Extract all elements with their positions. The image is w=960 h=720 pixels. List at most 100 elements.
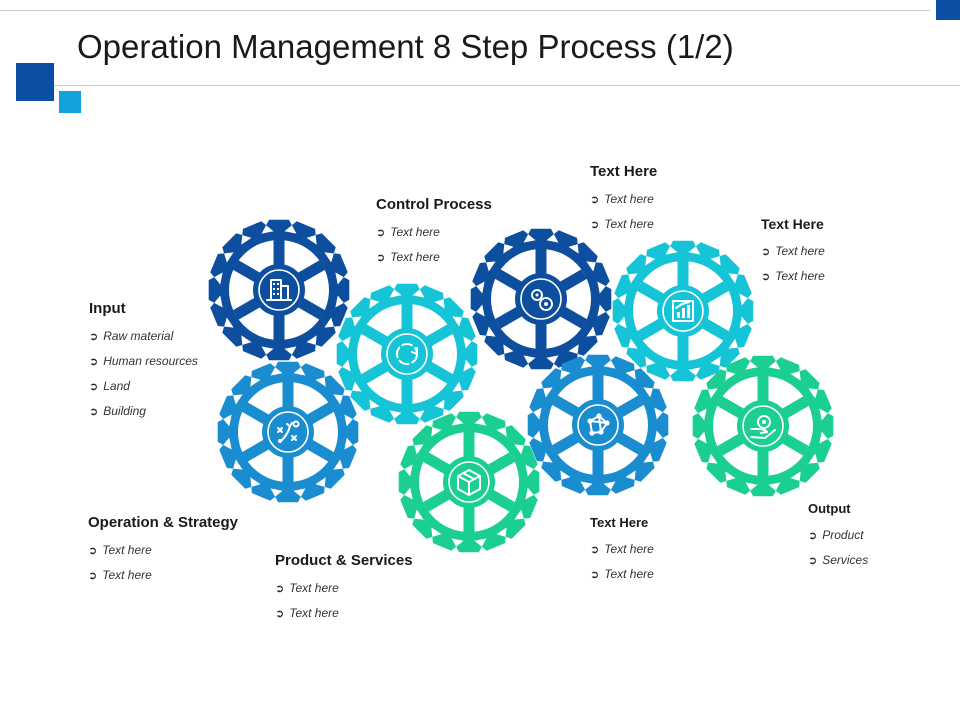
bullet-item: ➲Services	[808, 553, 869, 567]
gear-spoke	[360, 360, 391, 384]
input-block: Input ➲Raw material ➲Human resources ➲La…	[89, 300, 198, 424]
gear-spoke	[295, 260, 326, 284]
gear-spoke	[636, 281, 667, 305]
gear-2	[336, 283, 478, 425]
gear-hub-ring	[520, 278, 562, 320]
gear-spoke	[614, 395, 645, 419]
gear-spoke	[716, 432, 747, 456]
arrow-right-circle-icon: ➲	[376, 227, 386, 239]
gear-6	[398, 411, 540, 553]
gear-hub-ring	[448, 461, 490, 503]
gear-hub-ring	[742, 405, 784, 447]
gear-spoke	[304, 438, 335, 462]
gear-spoke	[423, 360, 454, 384]
gear-spoke	[422, 488, 453, 512]
arrow-right-circle-icon: ➲	[275, 583, 285, 595]
gear-spoke	[232, 296, 263, 320]
bullet-item: ➲Text here	[376, 250, 440, 264]
gear-spoke	[699, 281, 730, 305]
arrow-right-circle-icon: ➲	[89, 331, 99, 343]
top-divider-line	[0, 10, 930, 11]
slide-title: Operation Management 8 Step Process (1/2…	[77, 28, 734, 65]
output-block: Output ➲Product ➲Services	[808, 501, 868, 573]
gear-spoke	[494, 305, 525, 329]
bullet-item: ➲Text here	[275, 606, 339, 620]
gear-spoke	[360, 324, 391, 348]
bullet-item: ➲Building	[89, 404, 146, 418]
gear-1	[208, 219, 350, 361]
cycle-icon	[396, 343, 418, 365]
arrow-right-circle-icon: ➲	[590, 219, 600, 231]
arrow-right-circle-icon: ➲	[88, 570, 98, 582]
operation-strategy-block: Operation & Strategy ➲Text here ➲Text he…	[88, 514, 238, 588]
bullet-item: ➲Text here	[590, 567, 654, 581]
arrow-right-circle-icon: ➲	[761, 246, 771, 258]
gear-spoke	[422, 452, 453, 476]
gear-4	[612, 240, 754, 382]
control-process-heading: Control Process	[376, 196, 492, 213]
bullet-item: ➲Text here	[275, 581, 339, 595]
gear-spoke	[779, 396, 810, 420]
text-here-block-2: Text Here ➲Text here ➲Text here	[761, 216, 825, 289]
gear-hub-ring	[577, 404, 619, 446]
bullet-item: ➲Text here	[590, 192, 654, 206]
gear-8	[692, 355, 834, 497]
strategy-icon	[277, 420, 300, 443]
corner-accent-square	[936, 0, 960, 20]
product-services-heading: Product & Services	[275, 552, 413, 569]
gear-spoke	[423, 324, 454, 348]
title-accent-square-large	[16, 63, 54, 101]
bullet-item: ➲Text here	[590, 542, 654, 556]
product-services-block: Product & Services ➲Text here ➲Text here	[275, 552, 413, 626]
gear-spoke	[494, 269, 525, 293]
text-here-block-3: Text Here ➲Text here ➲Text here	[590, 515, 654, 587]
gear-spoke	[241, 402, 272, 426]
text-here-block-1: Text Here ➲Text here ➲Text here	[590, 163, 657, 237]
gear-spoke	[557, 305, 588, 329]
arrow-right-circle-icon: ➲	[88, 545, 98, 557]
title-accent-square-small	[59, 91, 81, 113]
gear-spoke	[557, 269, 588, 293]
arrow-right-circle-icon: ➲	[275, 608, 285, 620]
arrow-right-circle-icon: ➲	[89, 381, 99, 393]
gear-hub	[572, 399, 624, 451]
gear-spoke	[779, 432, 810, 456]
gear-hub-ring	[662, 290, 704, 332]
bullet-item: ➲Text here	[376, 225, 440, 239]
arrow-right-circle-icon: ➲	[376, 252, 386, 264]
bullet-item: ➲Text here	[590, 217, 654, 231]
arrow-right-circle-icon: ➲	[590, 194, 600, 206]
bullet-item: ➲Text here	[761, 269, 825, 283]
input-heading: Input	[89, 300, 126, 317]
output-heading: Output	[808, 501, 851, 516]
bullet-item: ➲Land	[89, 379, 130, 393]
bullet-item: ➲Raw material	[89, 329, 174, 343]
text-here-heading-3: Text Here	[590, 515, 649, 530]
operation-strategy-heading: Operation & Strategy	[88, 514, 239, 531]
bullet-item: ➲Text here	[88, 568, 152, 582]
arrow-right-circle-icon: ➲	[89, 406, 99, 418]
gear-spoke	[716, 396, 747, 420]
gear-spoke	[241, 438, 272, 462]
gear-spoke	[232, 260, 263, 284]
bullet-item: ➲Human resources	[89, 354, 198, 368]
arrow-right-circle-icon: ➲	[761, 271, 771, 283]
text-here-heading-2: Text Here	[761, 216, 824, 232]
bar-chart-icon	[672, 300, 694, 322]
arrow-right-circle-icon: ➲	[89, 356, 99, 368]
gear-hub-ring	[267, 411, 309, 453]
gear-5	[217, 361, 359, 503]
gear-hub-ring	[386, 333, 428, 375]
arrow-right-circle-icon: ➲	[808, 555, 818, 567]
gears-icon	[531, 289, 553, 311]
hand-gear-icon	[750, 415, 776, 439]
gear-hub	[737, 400, 789, 452]
arrow-right-circle-icon: ➲	[808, 530, 818, 542]
bullet-item: ➲Text here	[761, 244, 825, 258]
gear-3	[470, 228, 612, 370]
arrow-right-circle-icon: ➲	[590, 569, 600, 581]
gear-spoke	[636, 317, 667, 341]
gear-spoke	[485, 488, 516, 512]
building-icon	[266, 279, 292, 301]
bullet-item: ➲Product	[808, 528, 864, 542]
